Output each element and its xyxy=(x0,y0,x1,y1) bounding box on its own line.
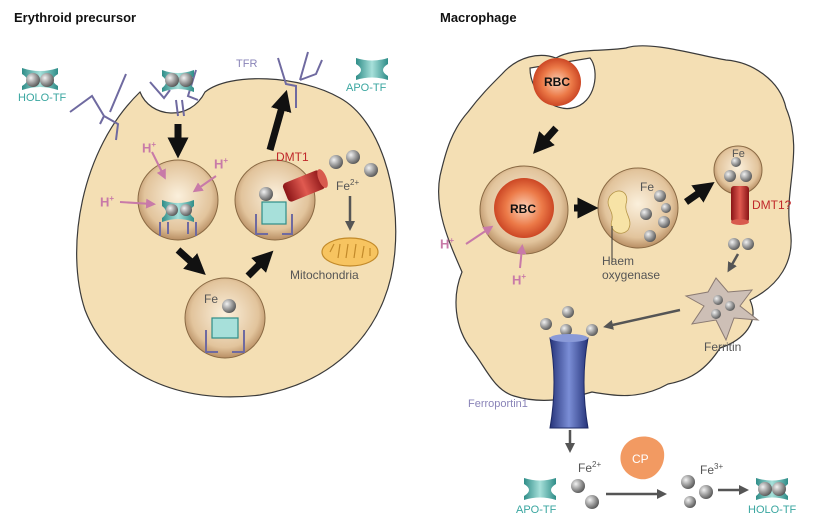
dmt1-transporter xyxy=(282,169,328,202)
label-mitochondria: Mitochondria xyxy=(290,268,359,282)
label-holo-tf-left: HOLO-TF xyxy=(18,92,67,104)
label-fe3-bottom: Fe3+ xyxy=(700,462,724,477)
proton-arrows-right xyxy=(465,225,527,269)
label-apo-tf-left: APO-TF xyxy=(346,82,387,94)
label-ferroportin: Ferroportin1 xyxy=(468,398,528,410)
haem-oxygenase-vesicle xyxy=(597,167,679,249)
label-rbc-inner: RBC xyxy=(510,202,536,216)
erythroid-cell xyxy=(76,78,397,398)
endosome-acidifying xyxy=(137,159,219,241)
label-dmt1-q: DMT1? xyxy=(752,198,792,212)
apo-tf-bottom-icon xyxy=(524,478,556,500)
apo-tf-icon xyxy=(356,58,388,80)
tfr-receptor-membrane xyxy=(149,69,199,117)
iron-balls-ferroportin xyxy=(540,306,598,336)
proton-arrows-left xyxy=(119,151,217,209)
label-tfr: TFR xyxy=(236,58,258,70)
ferritin-complex xyxy=(684,277,760,342)
holo-tf-icon xyxy=(22,68,58,90)
holo-tf-bottom-icon xyxy=(756,478,788,500)
label-oxygenase: oxygenase xyxy=(602,268,661,282)
arrows-left-black xyxy=(167,89,292,279)
label-dmt1: DMT1 xyxy=(276,150,309,164)
ceruloplasmin-blob xyxy=(620,436,665,480)
label-fe-vesicle: Fe xyxy=(732,148,745,160)
title-erythroid: Erythroid precursor xyxy=(14,10,137,25)
label-rbc-outer: RBC xyxy=(544,75,570,89)
ferroportin-channel xyxy=(549,334,589,429)
label-apo-tf-bottom: APO-TF xyxy=(516,504,557,516)
label-fe-endosome: Fe xyxy=(204,292,219,306)
dmt1-q-transporter xyxy=(731,186,749,225)
label-h-plus-2: H+ xyxy=(214,156,229,172)
endosome-dmt1 xyxy=(234,159,316,241)
label-haem: Haem xyxy=(602,254,635,268)
endosome-recycling xyxy=(184,277,266,359)
label-h-plus-3: H+ xyxy=(100,194,115,210)
arrows-right-gray xyxy=(565,253,749,499)
tfr-receptor-outside xyxy=(69,51,323,141)
label-h-plus-5: H+ xyxy=(512,272,527,288)
iron-balls-right xyxy=(728,238,754,250)
rbc-outside xyxy=(533,58,581,106)
title-macrophage: Macrophage xyxy=(440,10,517,25)
label-fe-haem: Fe xyxy=(640,180,655,194)
label-fe2-bottom: Fe2+ xyxy=(578,460,602,475)
label-h-plus-1: H+ xyxy=(142,140,157,156)
arrows-right-black xyxy=(533,125,715,219)
label-ferritin: Ferritin xyxy=(704,340,742,354)
label-holo-tf-bottom: HOLO-TF xyxy=(748,504,797,516)
iron-balls-extracellular xyxy=(571,475,713,509)
label-fe2-left: Fe2+ xyxy=(336,178,360,193)
phagosome-rbc xyxy=(479,165,569,255)
mitochondrion xyxy=(321,237,379,267)
iron-balls-left xyxy=(329,150,378,177)
holo-tf-bound-icon xyxy=(162,70,194,92)
label-cp: CP xyxy=(632,452,649,466)
label-h-plus-4: H+ xyxy=(440,236,455,252)
